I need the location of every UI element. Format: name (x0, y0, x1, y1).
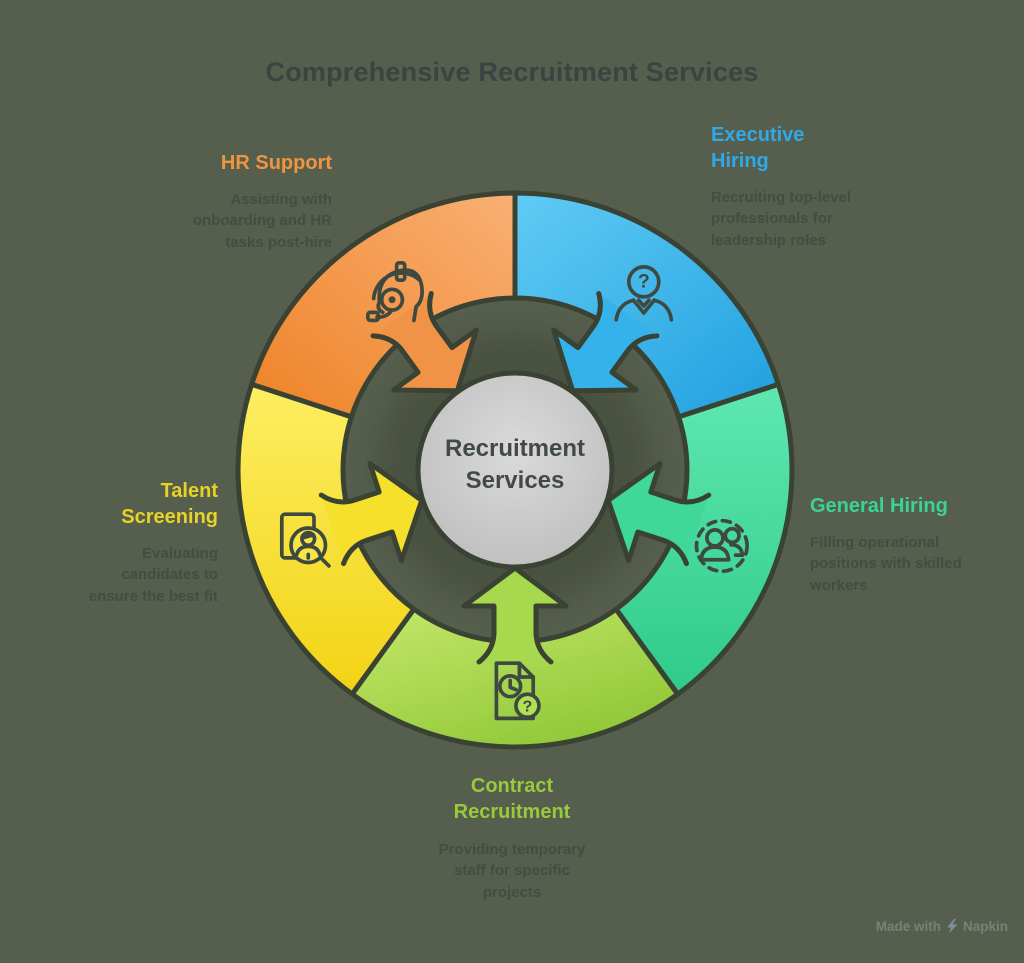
page-title: Comprehensive Recruitment Services (265, 57, 759, 87)
talent-screening-label: Talent Screening (121, 480, 218, 528)
document-clock-question-icon: ? (494, 661, 541, 721)
section-contract-recruitment: Contract Recruitment Providing temporary… (402, 773, 622, 903)
made-with-napkin-watermark: Made with Napkin (876, 919, 1008, 934)
svg-text:?: ? (523, 698, 533, 716)
general-hiring-label: General Hiring (810, 495, 948, 517)
hr-support-label: HR Support (220, 152, 332, 174)
candidate-magnifier-icon (279, 512, 331, 568)
general-hiring-description: Filling operational positions with skill… (810, 534, 962, 594)
people-group-icon (694, 518, 749, 574)
executive-hiring-description: Recruiting top-level professionals for l… (711, 189, 852, 249)
executive-question-icon: ? (614, 265, 674, 322)
executive-hiring-label: Executive Hiring (711, 124, 805, 172)
svg-text:?: ? (638, 271, 650, 293)
lightning-bolt-icon (946, 919, 958, 934)
headset-support-icon (366, 261, 424, 323)
contract-recruitment-label: Contract Recruitment (453, 775, 571, 823)
section-talent-screening: Talent Screening Evaluating candidates t… (68, 478, 218, 607)
watermark-prefix: Made with (875, 919, 941, 934)
talent-screening-description: Evaluating candidates to ensure the best… (88, 545, 218, 605)
contract-recruitment-description: Providing temporary staff for specific p… (438, 841, 586, 901)
center-label: Recruitment Services (444, 435, 586, 494)
section-hr-support: HR Support Assisting with onboarding and… (120, 150, 332, 253)
segment-general-hiring (613, 381, 795, 697)
section-general-hiring: General Hiring Filling operational posit… (810, 493, 980, 596)
center-circle (415, 370, 615, 570)
watermark-suffix: Napkin (962, 919, 1008, 934)
section-executive-hiring: Executive Hiring Recruiting top-level pr… (711, 122, 871, 251)
hr-support-description: Assisting with onboarding and HR tasks p… (192, 191, 332, 251)
